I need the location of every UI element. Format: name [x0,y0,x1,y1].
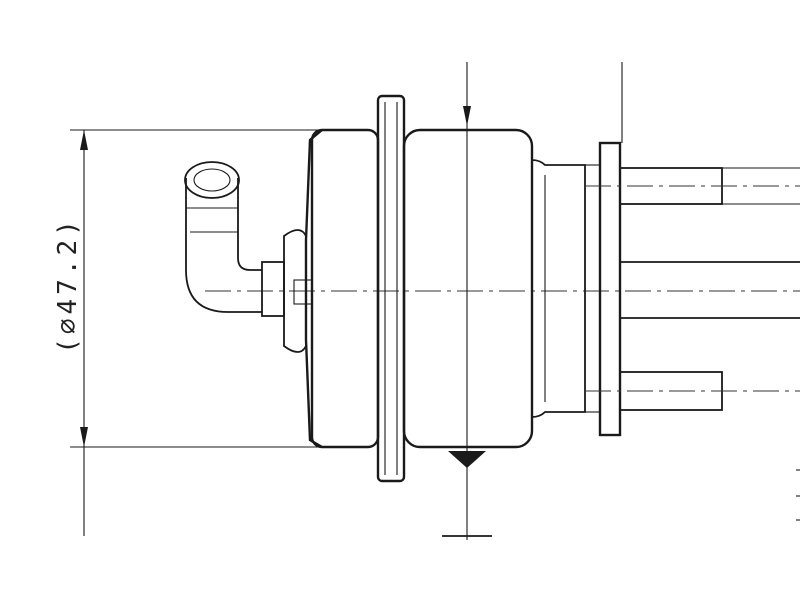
flange-ring [376,94,406,483]
body-taper [531,159,586,418]
main-body [304,94,622,483]
reference-arrow-top [463,106,471,126]
fitting-opening-outer [184,161,240,199]
body-right-section [402,128,534,449]
elbow-inner [237,178,262,271]
reference-marker-bottom [448,451,486,468]
fitting-collar [261,261,285,317]
fitting-nut [293,279,313,305]
fitting-opening-inner [193,168,231,192]
studs [585,167,800,411]
elbow-fitting [184,161,313,353]
cap-left [304,129,323,449]
edge-marks [796,469,800,521]
diameter-dimension: (⌀47.2) [53,129,320,536]
mounting-plate [598,141,622,437]
reference-lines [442,62,623,540]
elbow-outer [185,178,262,313]
diameter-label: (⌀47.2) [53,216,83,354]
arrowhead-bottom [80,427,88,447]
arrowhead-top [80,130,88,150]
body-left-section [310,128,380,449]
